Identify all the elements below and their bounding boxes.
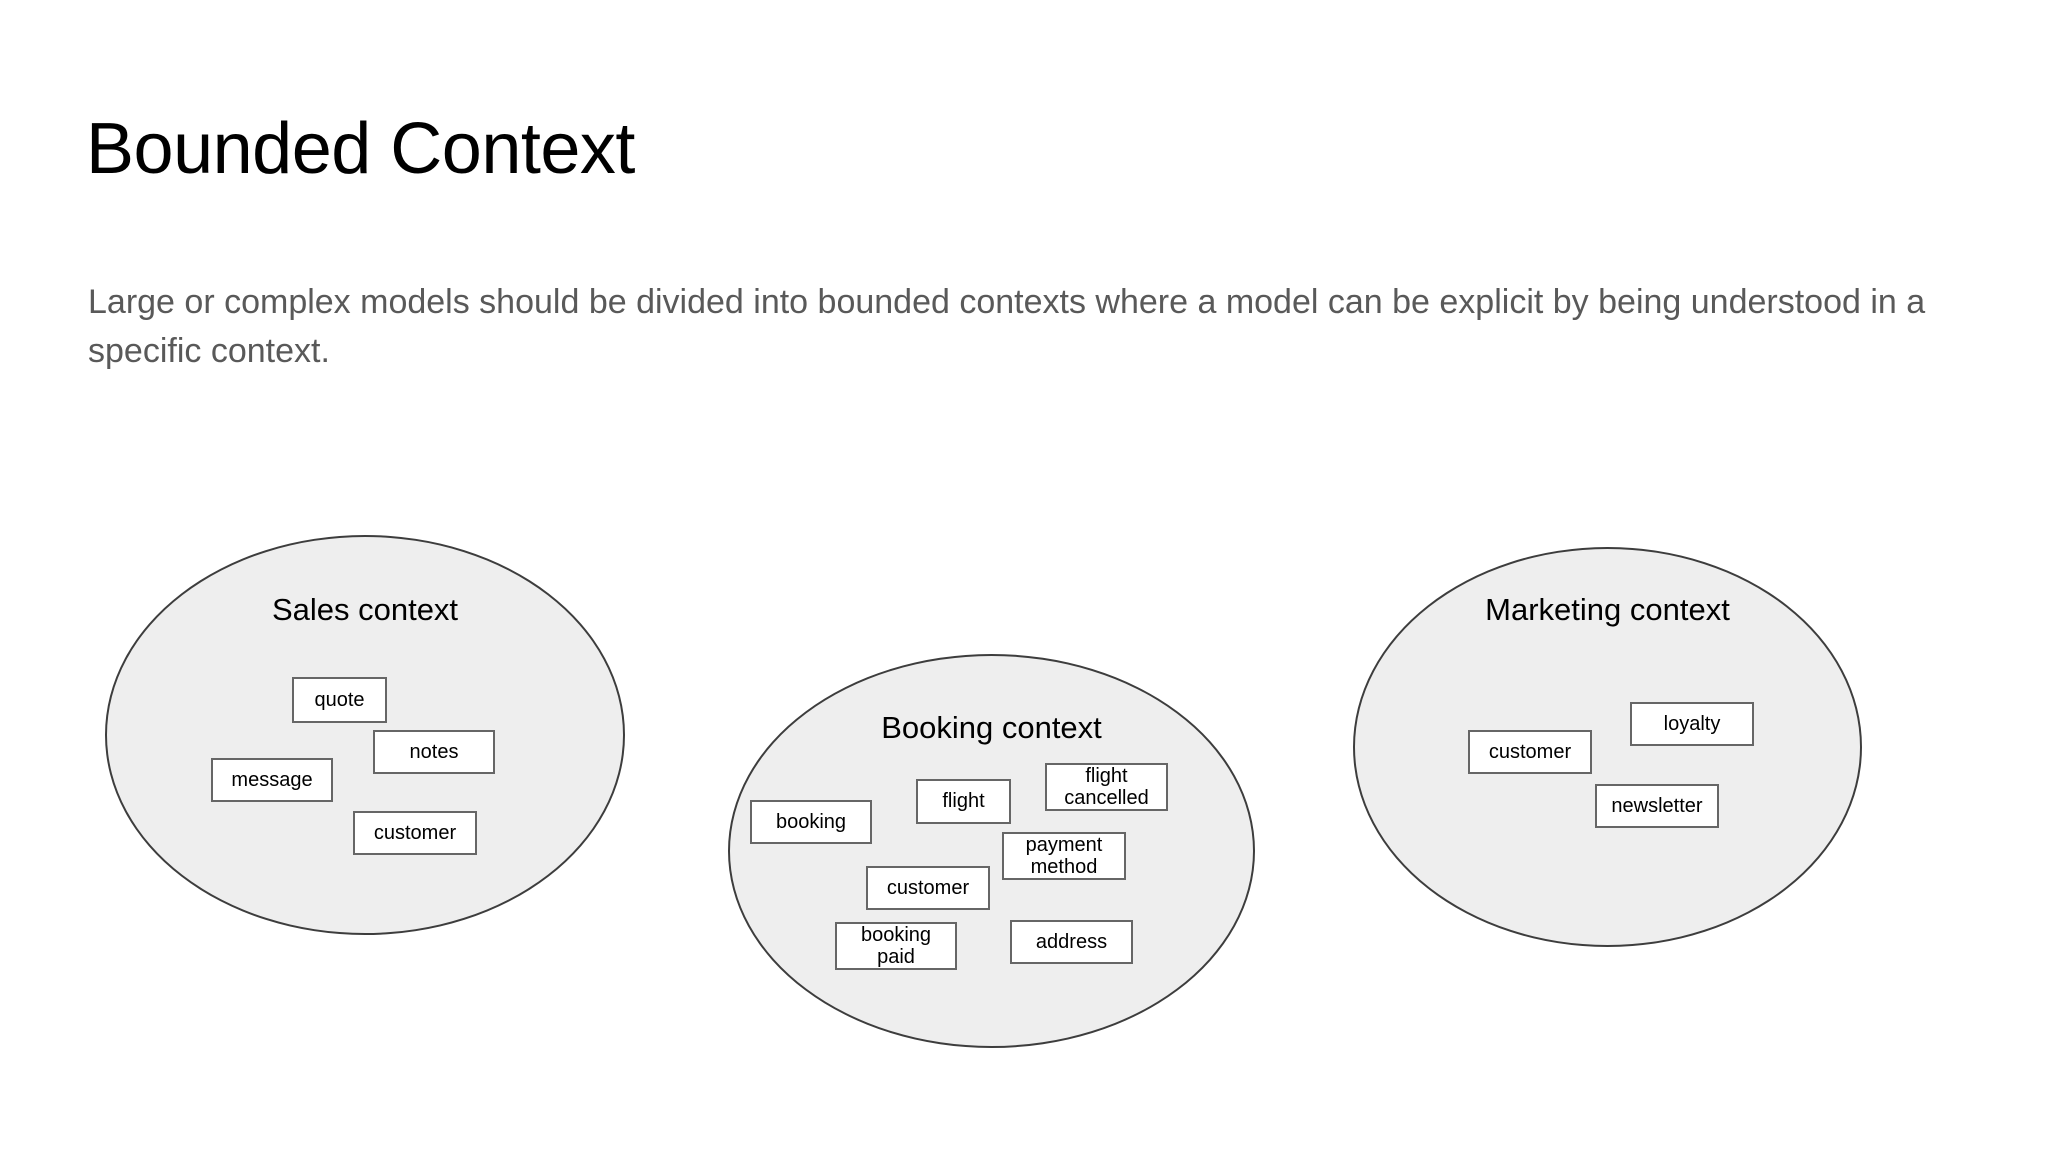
entity-box-booking[interactable]: booking [750,800,872,844]
entity-box-address[interactable]: address [1010,920,1133,964]
entity-box-flight-cancelled[interactable]: flight cancelled [1045,763,1168,811]
entity-box-payment-method[interactable]: payment method [1002,832,1126,880]
booking-context-title: Booking context [881,710,1102,745]
marketing-context-ellipse [1353,547,1862,947]
sales-context-ellipse [105,535,625,935]
entity-box-booking-paid[interactable]: booking paid [835,922,957,970]
marketing-context-title: Marketing context [1485,592,1730,627]
entity-box-customer[interactable]: customer [353,811,477,855]
entity-box-loyalty[interactable]: loyalty [1630,702,1754,746]
entity-box-customer[interactable]: customer [1468,730,1592,774]
entity-box-newsletter[interactable]: newsletter [1595,784,1719,828]
entity-box-customer[interactable]: customer [866,866,990,910]
sales-context-title: Sales context [271,592,459,627]
entity-box-flight[interactable]: flight [916,779,1011,824]
booking-context-ellipse [728,654,1255,1048]
entity-box-message[interactable]: message [211,758,333,802]
entity-box-notes[interactable]: notes [373,730,495,774]
entity-box-quote[interactable]: quote [292,677,387,723]
page-title: Bounded Context [86,109,635,189]
page-subtitle: Large or complex models should be divide… [88,283,1926,371]
